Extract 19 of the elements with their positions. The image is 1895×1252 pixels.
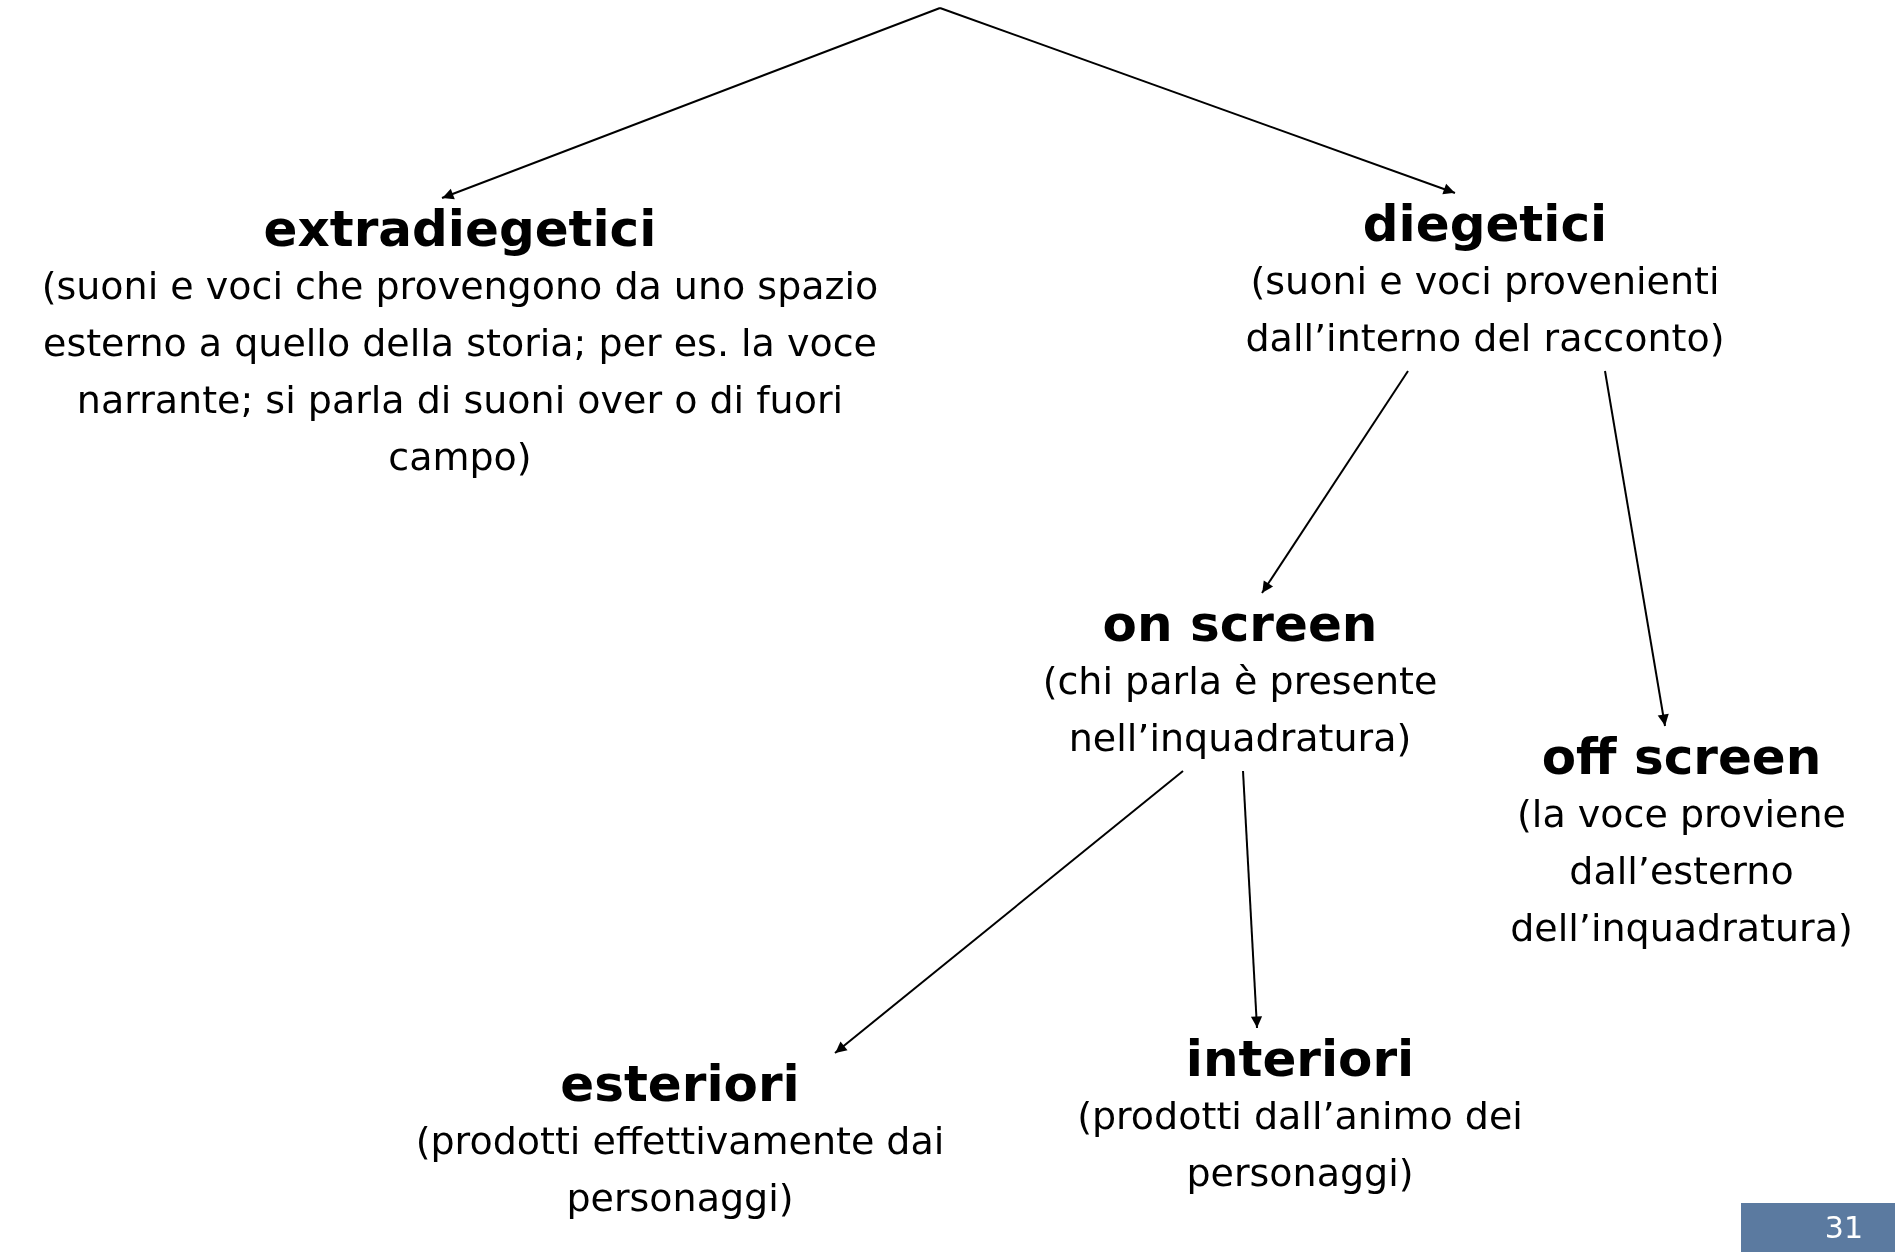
node-description: (suoni e voci che provengono da uno spazio esterno a quello della storia; per es. la voce narrante; si parla di suoni over o di fuori campo)	[40, 263, 880, 481]
node-description: (chi parla è presente nell’inquadratura)	[1041, 658, 1439, 762]
node-heading: extradiegetici	[262, 200, 658, 258]
node-heading: diegetici	[1361, 195, 1609, 253]
node-heading: on screen	[1101, 595, 1379, 653]
arrow	[441, 7, 941, 200]
arrow	[1604, 370, 1669, 727]
node-description: (prodotti effettivamente dai personaggi)	[414, 1118, 946, 1222]
node-description: (la voce proviene dall’esterno dell’inquadratura)	[1509, 791, 1854, 952]
node-heading: esteriori	[559, 1055, 801, 1113]
node-heading: interiori	[1184, 1030, 1416, 1088]
arrow	[1261, 370, 1409, 594]
node-description: (suoni e voci provenienti dall’interno del racconto)	[1244, 258, 1726, 362]
page-number: 31	[1741, 1203, 1895, 1252]
arrow	[834, 770, 1184, 1054]
arrow	[939, 7, 1456, 195]
node-heading: off screen	[1540, 728, 1823, 786]
arrow	[1242, 770, 1263, 1029]
node-description: (prodotti dall’animo dei personaggi)	[1076, 1093, 1524, 1197]
